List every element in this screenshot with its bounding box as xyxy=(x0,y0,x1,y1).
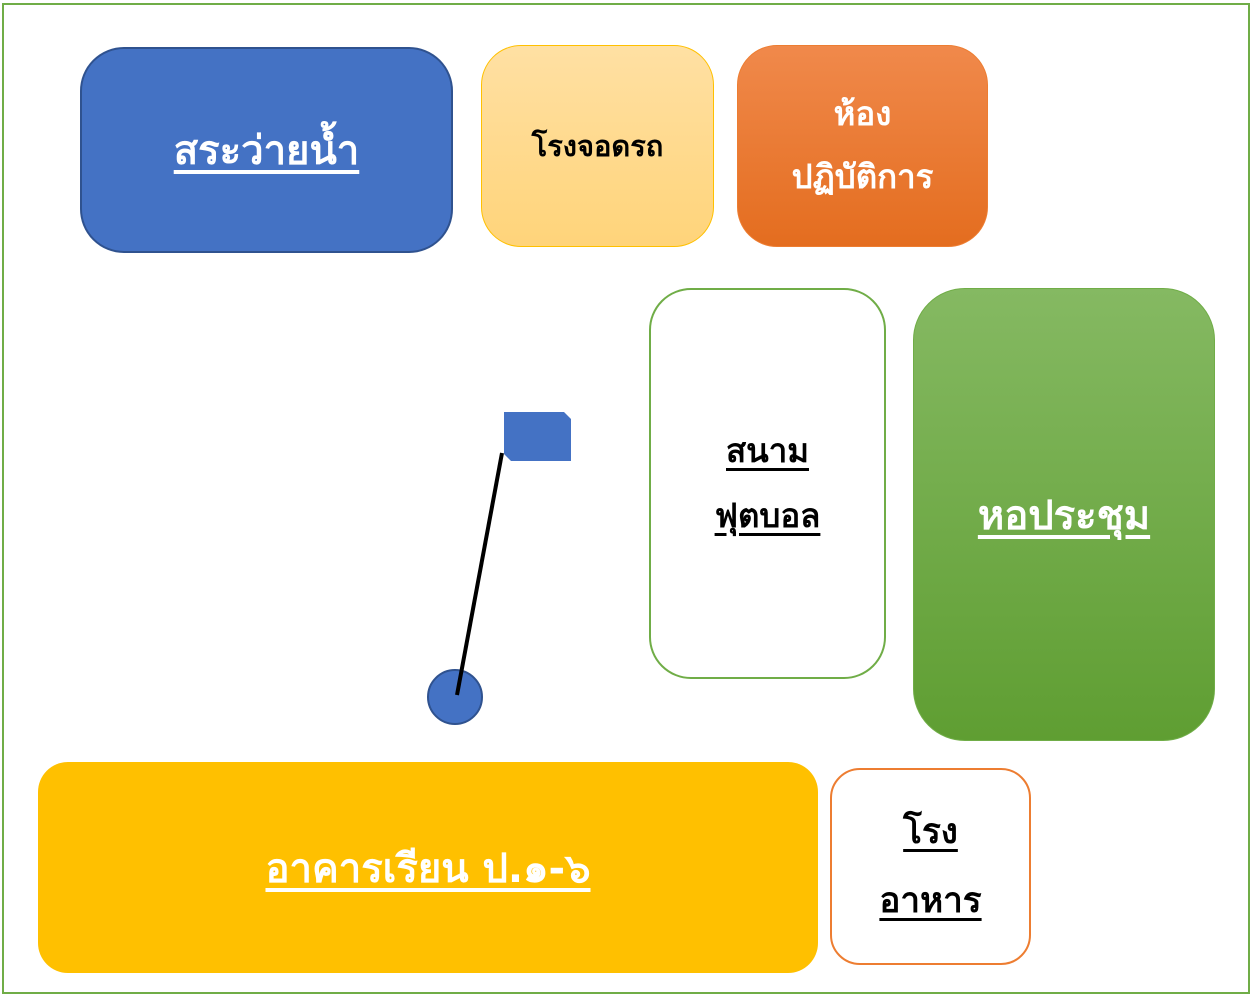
laboratory-building[interactable]: ห้อง ปฏิบัติการ xyxy=(737,45,988,247)
canteen-label-line2: อาหาร xyxy=(879,880,982,921)
laboratory-label-line1: ห้อง xyxy=(833,94,892,134)
parking-garage-label: โรงจอดรถ xyxy=(531,129,664,163)
football-field[interactable]: สนาม ฟุตบอล xyxy=(649,288,886,679)
classroom-building[interactable]: อาคารเรียน ป.๑-๖ xyxy=(38,762,818,973)
assembly-hall-building[interactable]: หอประชุม xyxy=(913,288,1215,741)
assembly-hall-label: หอประชุม xyxy=(977,492,1151,539)
football-field-label-line1: สนาม xyxy=(726,431,809,471)
flagpole-base xyxy=(427,669,483,725)
canteen-building[interactable]: โรง อาหาร xyxy=(830,768,1031,965)
flagpole xyxy=(455,452,504,696)
swimming-pool-building[interactable]: สระว่ายน้ำ xyxy=(80,47,453,253)
swimming-pool-label: สระว่ายน้ำ xyxy=(173,128,360,174)
football-field-label-line2: ฟุตบอล xyxy=(714,495,821,535)
classroom-building-label: อาคารเรียน ป.๑-๖ xyxy=(265,845,591,892)
canteen-label-line1: โรง xyxy=(903,812,958,853)
flag-banner xyxy=(504,412,571,461)
laboratory-label-line2: ปฏิบัติการ xyxy=(791,157,934,196)
map-frame xyxy=(2,3,1250,994)
parking-garage-building[interactable]: โรงจอดรถ xyxy=(481,45,714,247)
